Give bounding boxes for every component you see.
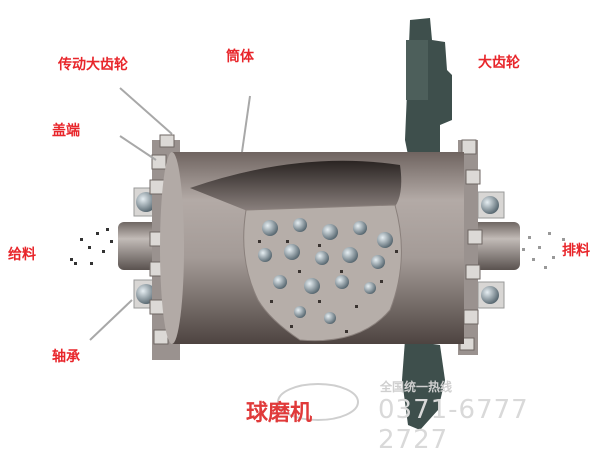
watermark-phone: 0371-6777 2727: [378, 395, 529, 455]
discharge-particles: [522, 232, 565, 269]
cutaway-window: [243, 204, 402, 342]
diagram-title: 球磨机: [246, 401, 313, 426]
label-cylinder: 筒体: [226, 49, 254, 65]
material-particles: [258, 240, 398, 333]
label-big-gear: 大齿轮: [478, 55, 520, 71]
grinding-balls: [258, 218, 393, 324]
watermark-logo: [277, 383, 359, 421]
bearing-right-top: [477, 191, 505, 219]
big-gear: [402, 18, 452, 430]
label-bearing: 轴承: [52, 349, 80, 365]
label-feed: 给料: [8, 247, 36, 263]
feed-particles: [70, 228, 113, 265]
label-discharge: 排料: [562, 243, 590, 259]
label-drive-gear: 传动大齿轮: [58, 57, 128, 73]
label-end-cover: 盖端: [52, 123, 80, 139]
cutaway-inner: [190, 160, 402, 212]
leader-lines: [89, 87, 251, 341]
watermark-text: 全国统一热线: [380, 380, 453, 394]
bearing-right-bottom: [477, 281, 505, 309]
